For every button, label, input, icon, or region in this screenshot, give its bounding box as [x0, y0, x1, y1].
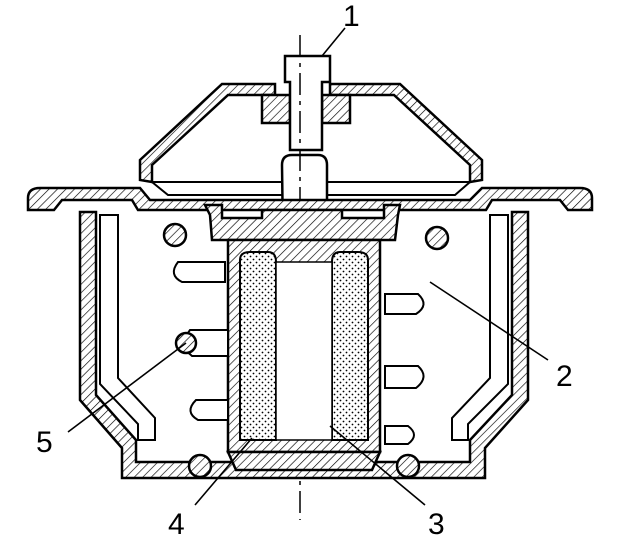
outer-housing — [78, 210, 530, 480]
callout-label-3: 3 — [428, 508, 445, 541]
return-spring — [162, 222, 450, 479]
mounting-flange — [26, 186, 594, 212]
callout-labels: 1 2 3 4 5 — [36, 0, 573, 541]
leader-line-2 — [429, 281, 549, 361]
callout-label-1: 1 — [343, 0, 360, 33]
callout-label-2: 2 — [556, 360, 573, 393]
leader-lines — [67, 27, 549, 506]
leader-line-4 — [194, 437, 253, 506]
callout-label-4: 4 — [168, 508, 185, 541]
leader-line-1 — [321, 27, 346, 57]
leader-line-3 — [329, 425, 426, 506]
callout-label-5: 5 — [36, 426, 53, 459]
leader-line-5 — [67, 342, 187, 433]
wax-element-housing — [226, 238, 382, 472]
